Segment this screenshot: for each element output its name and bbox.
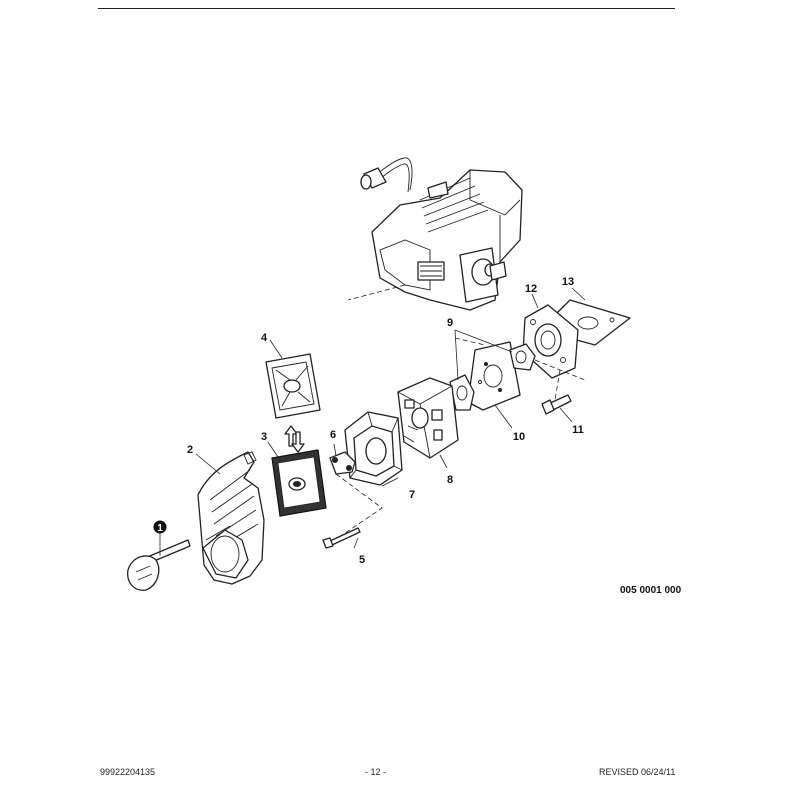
footer-part-number: 99922204135 bbox=[100, 767, 156, 777]
callout-8: 8 bbox=[447, 474, 453, 486]
callout-10: 10 bbox=[513, 431, 525, 443]
callout-3: 3 bbox=[261, 431, 267, 443]
leader-lines bbox=[159, 287, 586, 556]
callout-9: 9 bbox=[447, 317, 453, 329]
callout-1: 1 bbox=[157, 523, 163, 534]
part-11-bolt bbox=[541, 394, 572, 415]
part-7-air-cleaner-base bbox=[344, 411, 403, 486]
part-2-air-filter-cover bbox=[197, 451, 265, 585]
footer-revised-date: REVISED 06/24/11 bbox=[599, 767, 676, 777]
part-5-screw bbox=[322, 527, 361, 549]
callout-5: 5 bbox=[359, 554, 365, 566]
part-9-gasket-lower bbox=[449, 374, 475, 411]
alignment-lines bbox=[335, 337, 586, 539]
callout-11: 11 bbox=[572, 424, 584, 436]
part-12-insulator bbox=[522, 304, 579, 379]
callout-4: 4 bbox=[261, 332, 268, 344]
part-1-knob bbox=[127, 539, 191, 591]
part-4-filter bbox=[265, 353, 321, 419]
top-rule bbox=[98, 8, 675, 9]
part-9-gasket-upper bbox=[509, 343, 536, 371]
callout-2: 2 bbox=[187, 444, 193, 456]
part-3-filter bbox=[271, 449, 327, 517]
engine-assembly bbox=[347, 157, 523, 311]
drawing-code: 005 0001 000 bbox=[620, 585, 682, 596]
part-8-carburetor bbox=[397, 377, 459, 459]
callout-13: 13 bbox=[562, 276, 574, 288]
callout-7: 7 bbox=[409, 489, 415, 501]
part-6-plate bbox=[329, 451, 356, 475]
callout-numbers: 1 2 3 4 5 6 7 8 9 10 11 12 13 bbox=[153, 276, 584, 566]
double-arrow-icon bbox=[284, 425, 305, 453]
callout-12: 12 bbox=[525, 283, 537, 295]
footer-page-number: - 12 - bbox=[365, 767, 387, 777]
callout-6: 6 bbox=[330, 429, 336, 441]
